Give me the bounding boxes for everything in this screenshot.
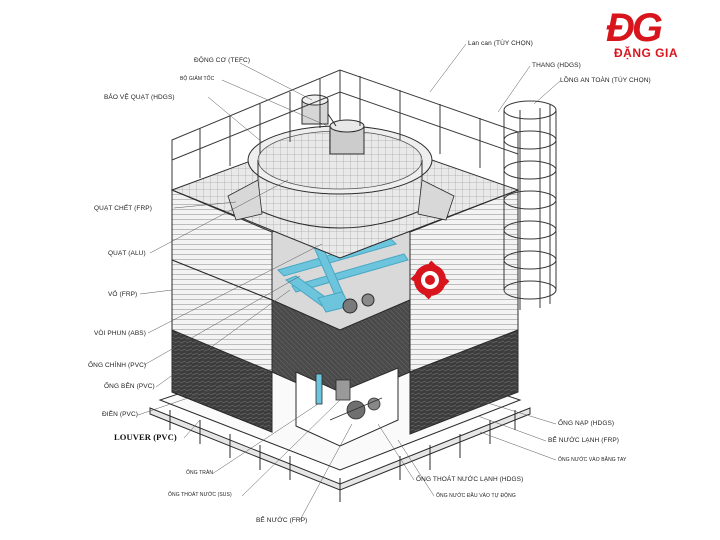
gear-emblem-icon <box>410 260 450 300</box>
label-inlet-pipe: ỐNG NẠP (HDGS) <box>558 420 615 427</box>
label-safety-cage: LỒNG AN TOÀN (TÙY CHỌN) <box>560 77 651 84</box>
ladder-cage <box>503 100 557 310</box>
label-nozzle: VÒI PHUN (ABS) <box>94 330 146 337</box>
logo-mark: ĐG <box>606 6 663 50</box>
label-motor: ĐỘNG CƠ (TEFC) <box>194 57 251 64</box>
leader-lines <box>137 43 561 521</box>
label-shell: VỎ (FRP) <box>108 291 138 298</box>
label-overflow: ỐNG TRÀN <box>186 470 214 476</box>
fan-motor <box>301 94 365 155</box>
left-shell <box>171 189 273 433</box>
basin-equipment <box>315 373 383 421</box>
label-reducer: BỘ GIẢM TỐC <box>180 76 215 82</box>
top-deck <box>170 125 520 259</box>
label-handrail: Lan can (TÙY CHỌN) <box>468 40 533 47</box>
label-cold-outlet: ỐNG THOÁT NƯỚC LẠNH (HDGS) <box>416 476 524 483</box>
label-cold-basin: BỂ NƯỚC LẠNH (FRP) <box>548 437 620 444</box>
label-basin: BỂ NƯỚC (FRP) <box>256 517 308 524</box>
label-auto-makeup: ỐNG NƯỚC ĐẦU VÀO TỰ ĐỘNG <box>436 493 516 499</box>
logo-name: ĐẶNG GIA <box>614 46 678 60</box>
label-ladder: THANG (HDGS) <box>532 62 581 69</box>
right-shell <box>409 189 519 435</box>
label-fan: QUẠT (ALU) <box>108 250 146 257</box>
label-manual-makeup: ỐNG NƯỚC VÀO BẰNG TAY <box>558 457 627 463</box>
label-fan-blade: QUẠT CHẾT (FRP) <box>94 205 152 212</box>
label-fan-guard: BẢO VỆ QUẠT (HDGS) <box>104 94 175 101</box>
label-fill: ĐIỀN (PVC) <box>102 411 139 418</box>
handrail <box>171 69 519 190</box>
label-main-pipe: ỐNG CHÍNH (PVC) <box>88 362 147 369</box>
label-drain: ỐNG THOÁT NƯỚC (SUS) <box>168 492 232 498</box>
label-louver: LOUVER (PVC) <box>114 432 177 442</box>
brand-logo: ĐG ĐẶNG GIA <box>600 6 712 64</box>
label-side-pipe: ỐNG BÊN (PVC) <box>104 383 155 390</box>
